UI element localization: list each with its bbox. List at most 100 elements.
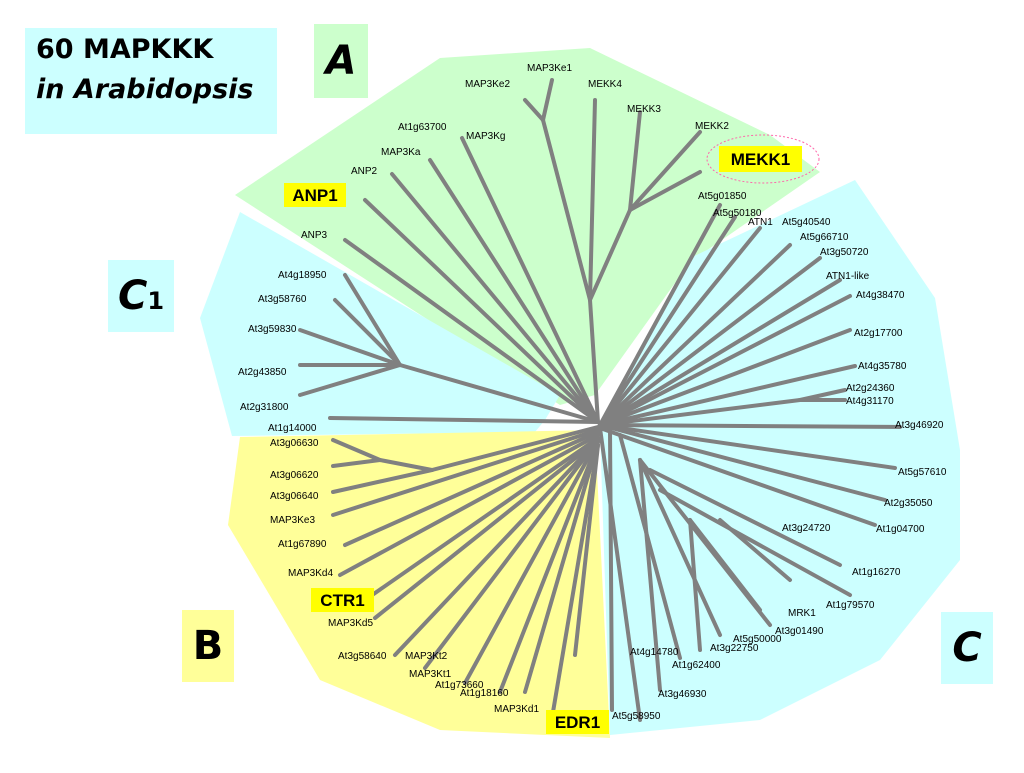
- tree-branch: [428, 158, 600, 424]
- leaf-label-at4g35780: At4g35780: [858, 361, 907, 372]
- leaf-label-map3ka: MAP3Ka: [381, 147, 421, 158]
- tree-branch: [598, 203, 722, 427]
- clade-c1-text: C: [117, 273, 148, 319]
- highlight-text-edr1: EDR1: [555, 713, 600, 732]
- leaf-label-anp2: ANP2: [351, 166, 378, 177]
- leaf-label-at3g46920: At3g46920: [895, 420, 944, 431]
- clade-c-text: C: [952, 625, 982, 671]
- tree-branch: [541, 118, 592, 302]
- highlight-box-anp1: [284, 183, 346, 207]
- leaf-label-at3g01490: At3g01490: [775, 626, 824, 637]
- leaf-label-at1g18160: At1g18160: [460, 688, 509, 699]
- leaf-label-at1g63700: At1g63700: [398, 122, 447, 133]
- leaf-label-at2g31800: At2g31800: [240, 402, 289, 413]
- tree-branch: [598, 423, 887, 502]
- tree-branch: [598, 328, 852, 427]
- leaf-label-at5g40540: At5g40540: [782, 217, 831, 228]
- tree-branch: [573, 443, 600, 657]
- leaf-label-mekk2: MEKK2: [695, 121, 729, 132]
- leaf-label-at3g59830: At3g59830: [248, 324, 297, 335]
- tree-branch: [588, 208, 632, 302]
- tree-branch: [328, 416, 600, 424]
- leaf-label-at5g50000: At5g50000: [733, 634, 782, 645]
- tree-branch: [598, 226, 762, 427]
- leaf-label-at1g79570: At1g79570: [826, 600, 875, 611]
- tree-branch: [363, 436, 600, 602]
- tree-branch: [343, 430, 600, 547]
- tree-branch: [588, 298, 600, 424]
- leaf-label-mekk3: MEKK3: [627, 104, 661, 115]
- leaf-label-at3g22750: At3g22750: [710, 643, 759, 654]
- leaf-label-map3kg: MAP3Kg: [466, 131, 505, 142]
- leaf-label-at3g24720: At3g24720: [782, 523, 831, 534]
- leaf-label-atn1-like: ATN1-like: [826, 271, 870, 282]
- leaf-label-at5g50180: At5g50180: [713, 208, 762, 219]
- tree-branch: [331, 458, 382, 468]
- clade-c1-subscript: 1: [147, 287, 165, 315]
- leaf-label-at3g06620: At3g06620: [270, 470, 319, 481]
- leaf-label-anp3: ANP3: [301, 230, 328, 241]
- tree-branch: [588, 98, 597, 302]
- tree-branch: [463, 438, 600, 685]
- leaf-label-map3kt1: MAP3Kt1: [409, 669, 452, 680]
- highlight-box-ctr1: [311, 588, 374, 612]
- clade-a-text: A: [325, 38, 357, 84]
- figure-title-box: 60 MAPKKK in Arabidopsis: [25, 28, 277, 134]
- tree-branch: [598, 423, 902, 429]
- leaf-label-mrk1: MRK1: [788, 608, 816, 619]
- tree-branch: [430, 425, 600, 472]
- leaf-label-at1g16270: At1g16270: [852, 567, 901, 578]
- tree-branch: [378, 458, 434, 472]
- clade-b-label: B: [182, 610, 234, 682]
- tree-branch: [598, 423, 897, 470]
- tree-branch: [541, 78, 554, 122]
- leaf-label-at2g43850: At2g43850: [238, 367, 287, 378]
- leaf-label-map3ke1: MAP3Ke1: [527, 63, 572, 74]
- highlight-box-edr1: [546, 710, 609, 734]
- mekk1-highlight-ellipse: [706, 134, 820, 184]
- tree-branch: [343, 273, 402, 367]
- tree-branch: [338, 433, 600, 577]
- clade-c1-region: [200, 212, 560, 436]
- leaf-label-map3kt2: MAP3Kt2: [405, 651, 448, 662]
- tree-branch: [331, 468, 434, 494]
- tree-branch: [598, 243, 792, 427]
- tree-branch: [598, 278, 842, 427]
- leaf-label-at3g50720: At3g50720: [820, 247, 869, 258]
- leaf-label-at3g06630: At3g06630: [270, 438, 319, 449]
- clade-a-region: [235, 48, 820, 405]
- tree-branch: [331, 438, 382, 462]
- tree-branch: [608, 428, 614, 712]
- leaf-label-at1g62400: At1g62400: [672, 660, 721, 671]
- tree-branch: [523, 98, 545, 122]
- tree-branch: [688, 518, 702, 652]
- figure-title-line1: 60 MAPKKK: [36, 34, 214, 65]
- tree-branch: [658, 488, 852, 597]
- tree-branch: [598, 256, 822, 427]
- leaf-label-atn1: ATN1: [748, 217, 773, 228]
- leaf-label-at3g58640: At3g58640: [338, 651, 387, 662]
- tree-branch: [598, 294, 852, 427]
- leaf-label-at3g06640: At3g06640: [270, 491, 319, 502]
- leaf-label-at1g14000: At1g14000: [268, 423, 317, 434]
- leaf-label-map3kd1: MAP3Kd1: [494, 704, 539, 715]
- leaf-label-at5g58950: At5g58950: [612, 711, 661, 722]
- leaf-label-at5g01850: At5g01850: [698, 191, 747, 202]
- tree-branch: [598, 426, 877, 527]
- tree-branch: [373, 438, 600, 620]
- highlight-edr1: EDR1: [546, 710, 609, 734]
- leaf-label-at4g14780: At4g14780: [630, 647, 679, 658]
- highlight-text-ctr1: CTR1: [320, 591, 364, 610]
- tree-branch: [598, 426, 642, 722]
- figure-title-line2-text: in Arabidopsis: [36, 74, 254, 105]
- tree-branch: [618, 433, 682, 660]
- tree-branch: [598, 398, 802, 427]
- leaf-label-at4g31170: At4g31170: [846, 396, 894, 407]
- tree-branch: [648, 468, 842, 567]
- highlight-anp1: ANP1: [284, 183, 346, 207]
- clade-c-region: [600, 180, 960, 735]
- tree-branch: [298, 328, 402, 367]
- tree-branch: [551, 443, 600, 714]
